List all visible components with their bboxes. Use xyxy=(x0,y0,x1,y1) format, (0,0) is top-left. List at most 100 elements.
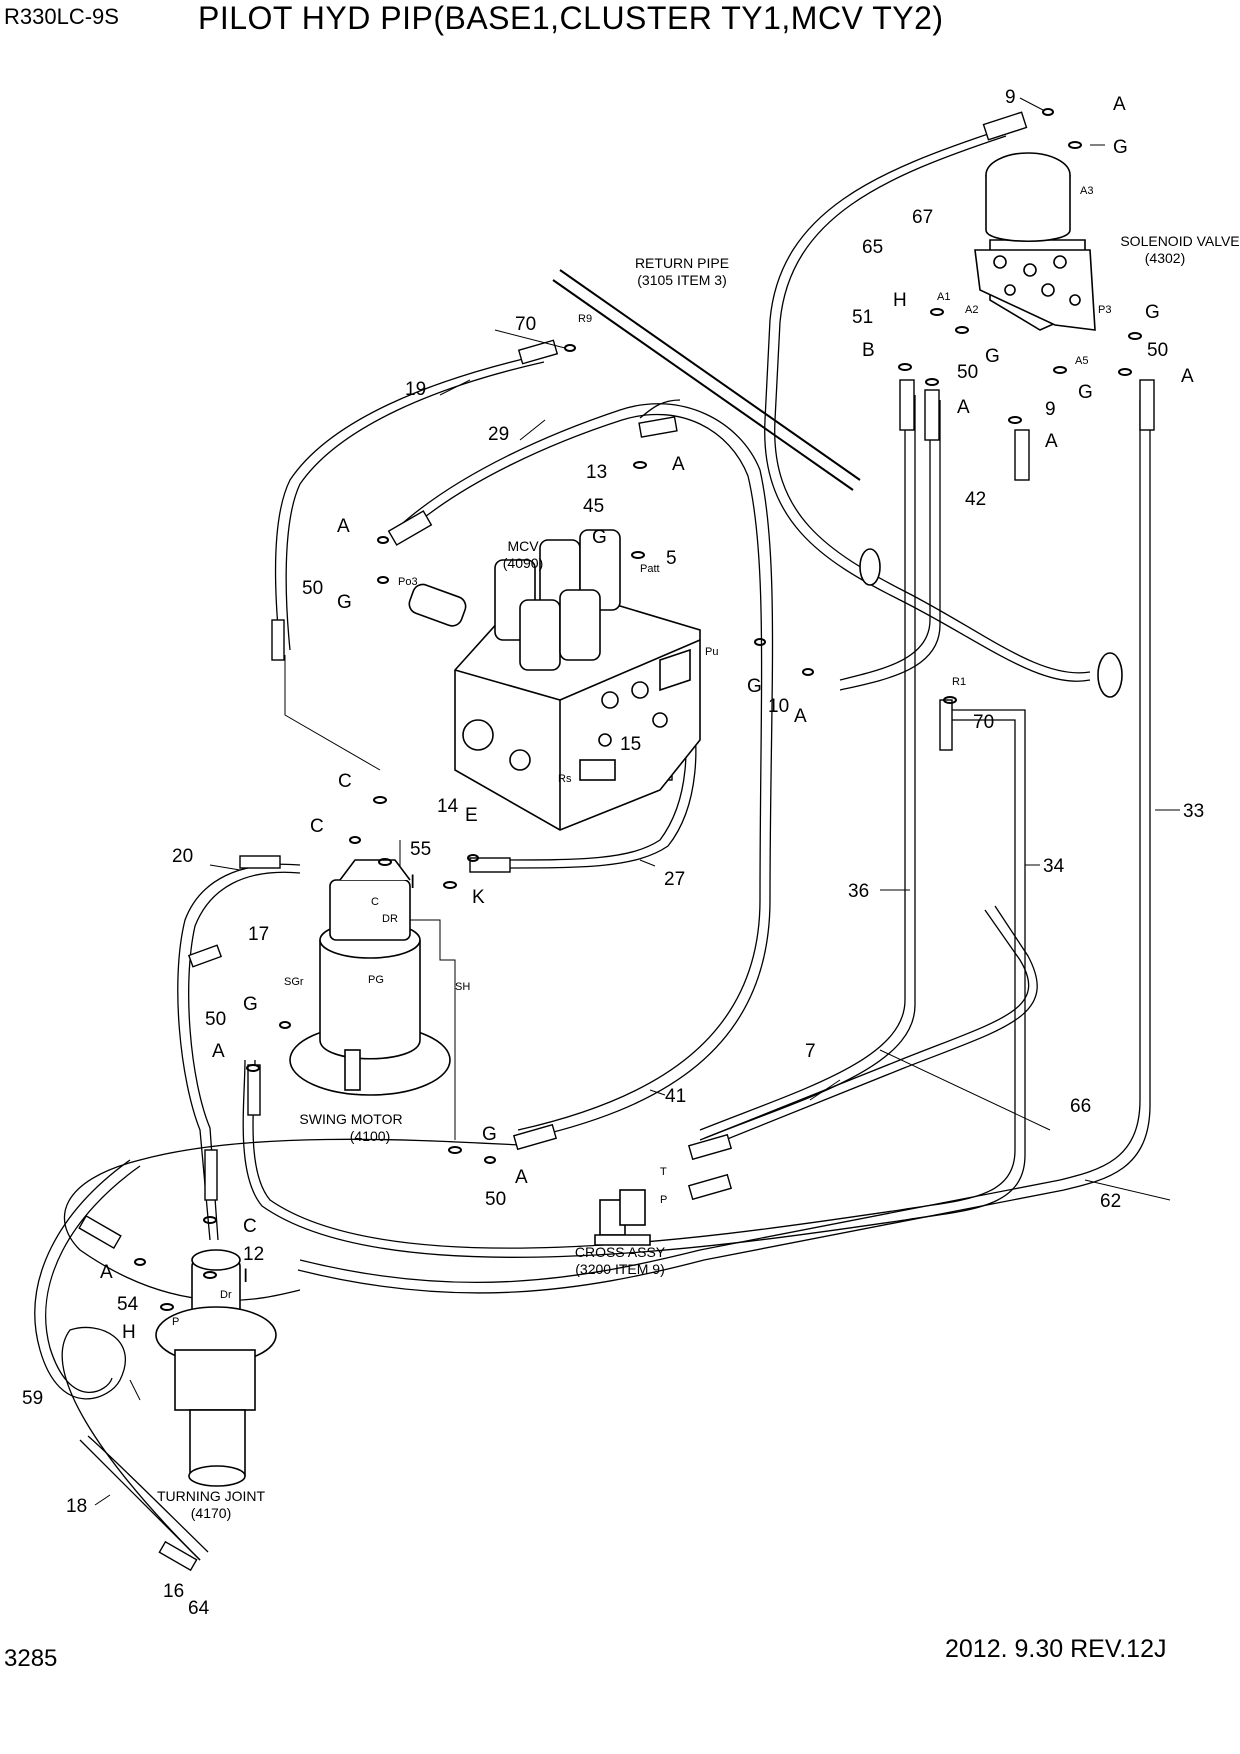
callout-label: 27 xyxy=(664,869,685,890)
callout-label: R9 xyxy=(578,313,592,325)
callout-label: 45 xyxy=(583,496,604,517)
mcv-label-1: MCV xyxy=(507,538,539,554)
callout-label: I xyxy=(243,1266,248,1287)
callout-label: A xyxy=(515,1167,528,1188)
callout-label: 15 xyxy=(620,734,641,755)
swing-motor-label-1: SWING MOTOR xyxy=(299,1111,402,1127)
turning-joint-label-1: TURNING JOINT xyxy=(157,1488,266,1504)
callout-label: 12 xyxy=(243,1244,264,1265)
callout-label: G xyxy=(1078,382,1093,403)
solenoid-valve-label-2: (4302) xyxy=(1145,250,1185,266)
callout-label: A1 xyxy=(937,291,950,303)
callout-label: Patt xyxy=(640,563,660,575)
callout-label: 59 xyxy=(22,1388,43,1409)
callout-label: 7 xyxy=(805,1041,816,1062)
callout-label: 9 xyxy=(1045,399,1056,420)
callout-label: 9 xyxy=(1005,87,1016,108)
callout-label: 20 xyxy=(172,846,193,867)
callout-label: G xyxy=(337,592,352,613)
callout-label: G xyxy=(985,346,1000,367)
callout-label: A xyxy=(212,1041,225,1062)
callout-label: 13 xyxy=(586,462,607,483)
callout-label: Pu xyxy=(705,646,718,658)
callout-label: 10 xyxy=(768,696,789,717)
model-number: R330LC-9S xyxy=(4,4,119,29)
callout-label: 41 xyxy=(665,1086,686,1107)
diagram-title: PILOT HYD PIP(BASE1,CLUSTER TY1,MCV TY2) xyxy=(198,0,944,36)
callout-label: A5 xyxy=(1075,355,1088,367)
callout-label: DR xyxy=(382,913,398,925)
callout-label: A3 xyxy=(1080,185,1093,197)
turning-joint-body xyxy=(155,1249,277,1487)
callout-label: 54 xyxy=(117,1294,139,1315)
callout-label: P3 xyxy=(1098,304,1111,316)
component-labels: SOLENOID VALVE (4302) RETURN PIPE (3105 … xyxy=(157,233,1240,1521)
swing-motor-body xyxy=(289,859,451,1096)
callout-label: H xyxy=(122,1322,136,1343)
callout-label: A xyxy=(1181,366,1194,387)
cross-assy-label-1: CROSS ASSY xyxy=(575,1244,666,1260)
callout-label: 70 xyxy=(973,712,994,733)
callout-label: 65 xyxy=(862,237,883,258)
pipe-flange xyxy=(859,548,1123,698)
callout-label: G xyxy=(592,527,607,548)
callout-label: A xyxy=(1113,94,1126,115)
part-callouts: 9 A G A3 67 65 H A1 A2 G P3 G 50 51 B 50… xyxy=(22,87,1204,1619)
swing-motor-label-2: (4100) xyxy=(350,1128,390,1144)
callout-label: 62 xyxy=(1100,1191,1121,1212)
callout-label: A xyxy=(957,397,970,418)
callout-label: 50 xyxy=(302,578,323,599)
callout-label: G xyxy=(243,994,258,1015)
turning-joint-label-2: (4170) xyxy=(191,1505,231,1521)
callout-label: A xyxy=(1045,431,1058,452)
callout-label: A xyxy=(100,1262,113,1283)
callout-label: K xyxy=(472,887,485,908)
leader-lines xyxy=(94,97,1180,1506)
callout-label: 70 xyxy=(515,314,536,335)
callout-label: G xyxy=(1145,302,1160,323)
page-number: 3285 xyxy=(4,1645,58,1672)
callout-label: B xyxy=(862,340,875,361)
callout-label: G xyxy=(1113,137,1128,158)
callout-label: Dr xyxy=(220,1289,232,1301)
callout-label: 50 xyxy=(1147,340,1168,361)
cross-assy-label-2: (3200 ITEM 9) xyxy=(575,1261,664,1277)
callout-label: 50 xyxy=(205,1009,226,1030)
callout-label: 67 xyxy=(912,207,933,228)
callout-label: 42 xyxy=(965,489,986,510)
callout-label: 66 xyxy=(1070,1096,1091,1117)
callout-label: 64 xyxy=(188,1598,210,1619)
callout-label: SH xyxy=(455,981,470,993)
callout-label: 19 xyxy=(405,379,426,400)
callout-label: 17 xyxy=(248,924,269,945)
callout-label: 33 xyxy=(1183,801,1204,822)
callout-label: 34 xyxy=(1043,856,1065,877)
callout-label: A xyxy=(672,454,685,475)
return-pipe-label-1: RETURN PIPE xyxy=(635,255,729,271)
mcv-valve-block xyxy=(408,529,701,831)
callout-label: 50 xyxy=(485,1189,506,1210)
mcv-label-2: (4090) xyxy=(503,555,543,571)
callout-label: 29 xyxy=(488,424,509,445)
callout-label: 36 xyxy=(848,881,869,902)
callout-label: A xyxy=(794,706,807,727)
callout-label: A2 xyxy=(965,304,978,316)
callout-label: 14 xyxy=(437,796,459,817)
cross-assy-body xyxy=(594,1189,651,1246)
callout-label: I xyxy=(410,872,415,893)
callout-label: T xyxy=(660,1166,667,1178)
callout-label: G xyxy=(482,1124,497,1145)
callout-label: P xyxy=(660,1194,667,1206)
callout-label: 51 xyxy=(852,307,873,328)
callout-label: PG xyxy=(368,974,384,986)
callout-label: A xyxy=(337,516,350,537)
revision-date: 2012. 9.30 REV.12J xyxy=(945,1635,1167,1663)
solenoid-valve xyxy=(974,152,1096,331)
hose-fittings xyxy=(78,111,1155,1572)
callout-label: SGr xyxy=(284,976,304,988)
callout-label: C xyxy=(243,1216,257,1237)
callout-label: Po3 xyxy=(398,576,418,588)
callout-label: 5 xyxy=(666,548,677,569)
o-rings xyxy=(134,108,1142,1311)
